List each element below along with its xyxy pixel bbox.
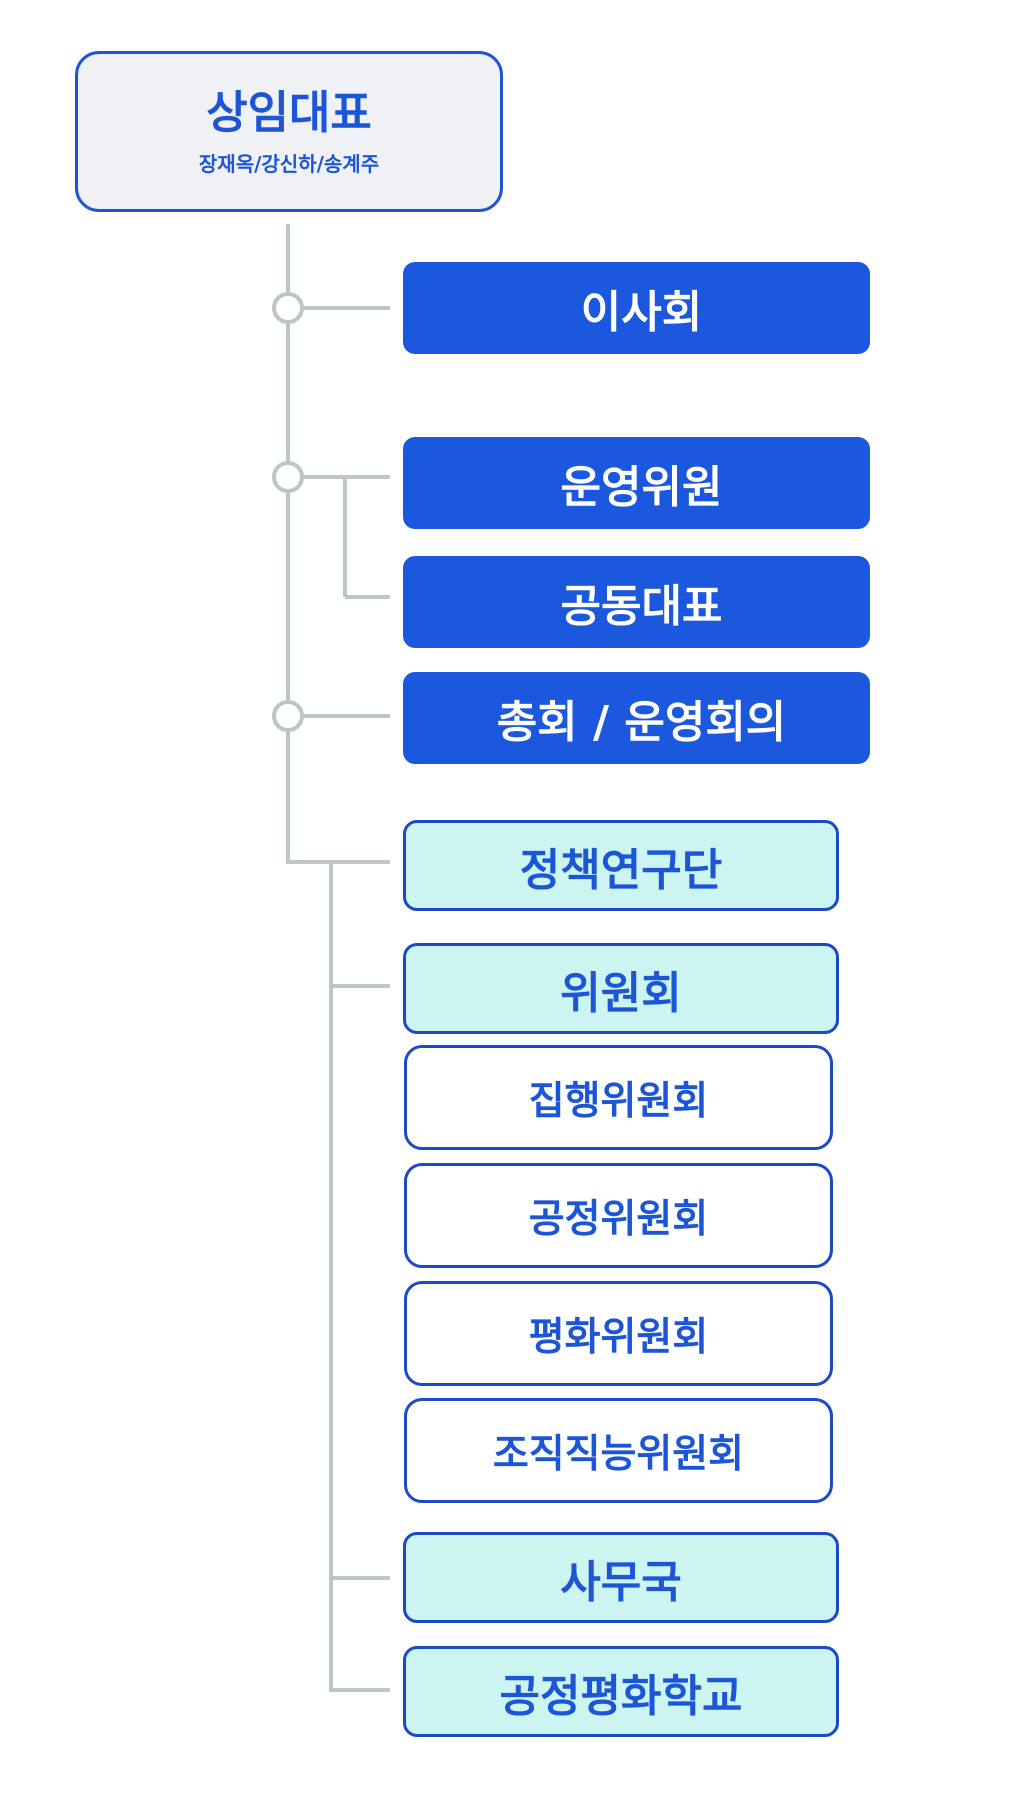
root-subtitle: 장재옥/강신하/송계주 <box>198 152 380 176</box>
node-school: 공정평화학교 <box>403 1646 839 1737</box>
node-committees: 위원회 <box>403 943 839 1034</box>
junction-node <box>272 461 304 493</box>
node-fairness-committee: 공정위원회 <box>404 1163 833 1268</box>
node-general-assembly: 총회 / 운영회의 <box>403 672 870 764</box>
node-co-representatives: 공동대표 <box>403 556 870 648</box>
node-peace-committee: 평화위원회 <box>404 1281 833 1386</box>
node-organization-committee: 조직직능위원회 <box>404 1398 833 1503</box>
node-steering-committee: 운영위원 <box>403 437 870 529</box>
root-node: 상임대표 장재옥/강신하/송계주 <box>75 51 503 212</box>
node-executive-committee: 집행위원회 <box>404 1045 833 1150</box>
junction-node <box>272 700 304 732</box>
node-board: 이사회 <box>403 262 870 354</box>
root-title: 상임대표 <box>206 86 372 139</box>
node-secretariat: 사무국 <box>403 1532 839 1623</box>
node-policy-research: 정책연구단 <box>403 820 839 911</box>
junction-node <box>272 292 304 324</box>
